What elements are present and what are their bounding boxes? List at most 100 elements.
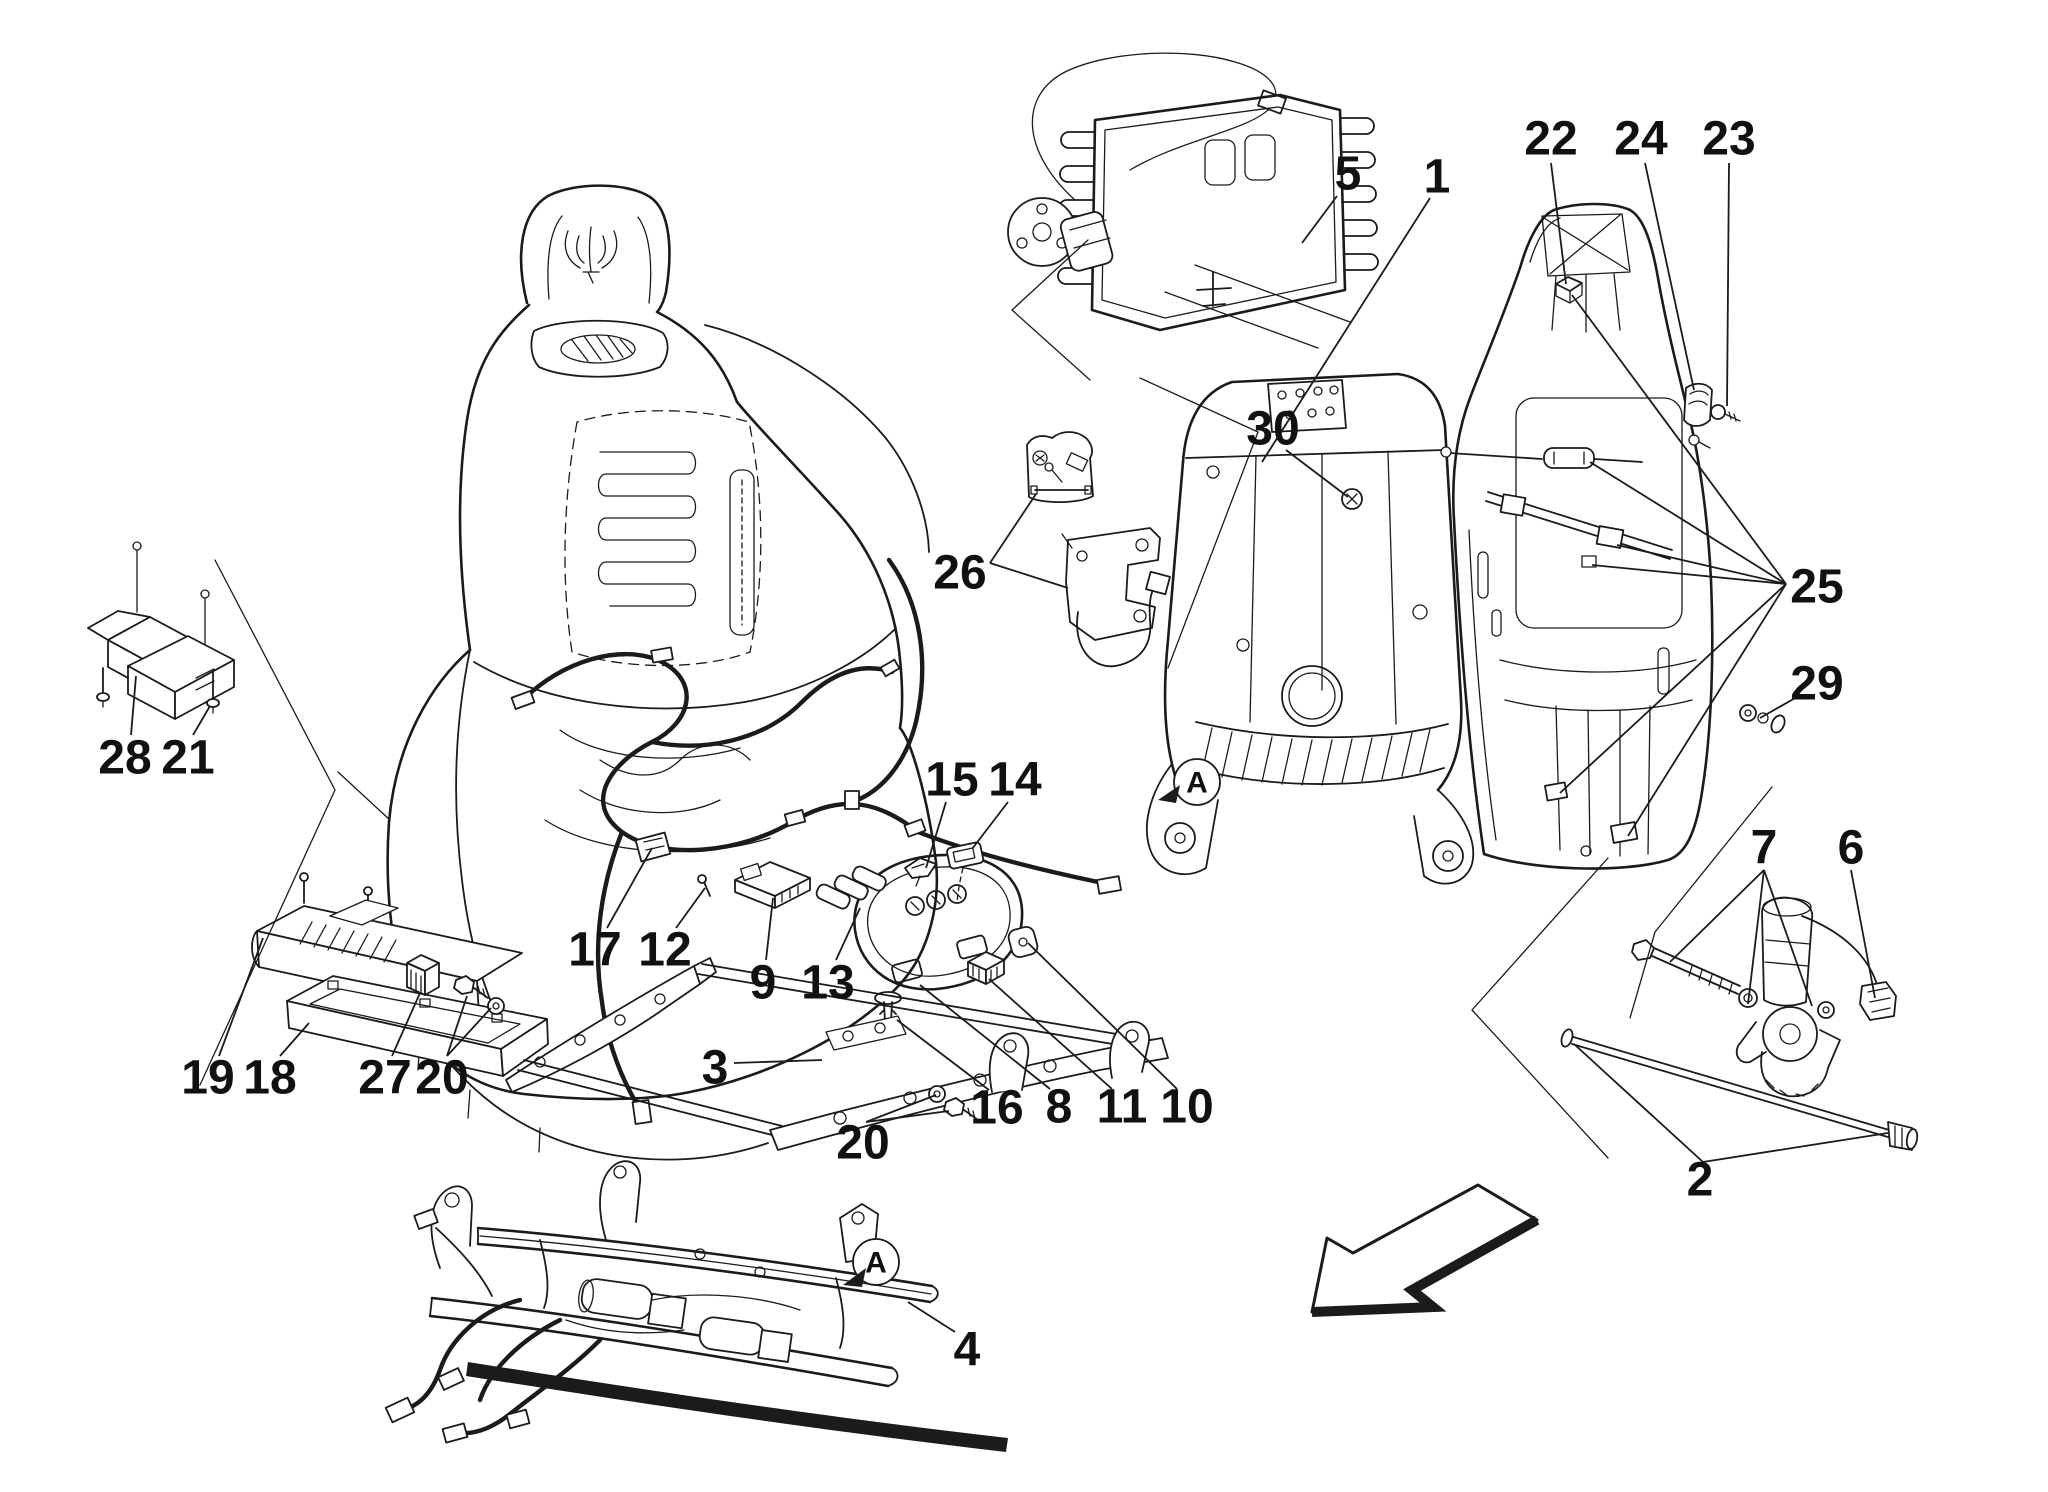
leader-line-25-0: [1571, 294, 1787, 585]
trident-logo-icon: [564, 226, 618, 284]
callout-4: 4: [954, 1324, 981, 1377]
memory-batteries-13: [815, 865, 887, 910]
callout-11: 11: [1097, 1081, 1148, 1134]
backrest-release-cable: [1440, 446, 1643, 469]
leader-line-27-0: [391, 992, 421, 1057]
harness-connector-17: [634, 831, 672, 863]
leader-line-26-0: [989, 493, 1037, 564]
leader-line-28-0: [130, 675, 137, 736]
callout-24: 24: [1614, 113, 1668, 166]
seat-sensor-strip: [729, 469, 755, 636]
side-trim-pieces: [251, 872, 549, 1077]
callout-13: 13: [801, 957, 854, 1010]
ref-marker-circle: [1173, 758, 1221, 806]
connector-14: [946, 841, 985, 903]
guide-cap-24: [1683, 382, 1713, 427]
speaker-grille: [560, 334, 636, 364]
leader-line-11-0: [988, 978, 1113, 1090]
leader-line-2-0: [1573, 1043, 1704, 1163]
leader-line-18-0: [279, 1022, 310, 1057]
leader-line-6-0: [1850, 869, 1876, 999]
trim-tray-18: [286, 975, 549, 1077]
callout-26: 26: [933, 547, 986, 600]
rail-channel: [466, 1362, 1008, 1452]
leader-line-20a-0: [446, 995, 468, 1057]
callout-1: 1: [1424, 151, 1451, 204]
clip-15: [904, 857, 937, 887]
ref-marker-letter: A: [1186, 767, 1208, 800]
leader-line-3-0: [733, 1059, 823, 1064]
leader-line-22-0: [1550, 162, 1567, 285]
callout-5: 5: [1335, 148, 1362, 201]
leader-line-23-0: [1726, 162, 1730, 407]
ref-marker-arrow-icon: [843, 1268, 866, 1287]
leader-line-20a-1: [446, 1007, 492, 1057]
connector-27: [406, 954, 440, 996]
callout-7: 7: [1751, 822, 1778, 875]
leader-line-17-0: [606, 847, 653, 929]
direction-arrow-icon: [1310, 1183, 1539, 1314]
heater-element-wire: [597, 451, 697, 607]
lumbar-pad-and-motor: [1007, 52, 1379, 332]
seat-assembly: [386, 184, 1122, 1161]
leader-line-2-1: [1702, 1132, 1889, 1163]
leader-line-25-1: [1589, 461, 1787, 585]
track-motor-1: [578, 1278, 687, 1330]
hardware-kit-26: [1026, 431, 1171, 668]
direction-arrow-layer: [1310, 1183, 1540, 1317]
switch-panel-cluster: [697, 841, 1039, 1023]
callout-20a: 20: [415, 1052, 468, 1105]
callout-22: 22: [1524, 113, 1577, 166]
grommet-29: [1739, 704, 1786, 734]
callout-20b: 20: [836, 1117, 889, 1170]
leader-line-25-5: [1627, 583, 1787, 837]
callout-14: 14: [988, 754, 1042, 807]
callout-2: 2: [1687, 1154, 1714, 1207]
callout-9: 9: [750, 957, 777, 1010]
callout-29: 29: [1790, 658, 1843, 711]
control-board-9: [734, 861, 811, 909]
ref-marker-A-1: A: [1158, 758, 1221, 806]
direction-arrow-shadow: [1311, 1215, 1540, 1317]
leader-line-25-4: [1559, 583, 1787, 794]
leader-line-16-0: [896, 1019, 990, 1091]
lumbar-motor-cable: [1031, 52, 1277, 201]
callout-21: 21: [161, 732, 214, 785]
callout-8: 8: [1046, 1081, 1073, 1134]
leader-line-12-0: [675, 887, 706, 929]
callout-28: 28: [98, 732, 151, 785]
leader-line-21-0: [192, 705, 211, 736]
relay-modules: [87, 541, 235, 720]
leader-line-19-0: [218, 937, 264, 1057]
leader-line-15-0: [925, 801, 947, 869]
leader-line-5-0: [1301, 195, 1338, 244]
callout-16: 16: [970, 1082, 1023, 1135]
screw-23: [1710, 404, 1741, 422]
bolt-washer-20b: [928, 1085, 979, 1121]
leader-line-8-0: [919, 984, 1051, 1090]
torsion-bar: [1560, 1028, 1919, 1151]
callout-27: 27: [358, 1052, 411, 1105]
recliner-motor-cable: [1801, 915, 1879, 989]
lumbar-bolt-30: [1341, 488, 1363, 510]
recliner-motor-assembly: [1631, 896, 1897, 1098]
leader-line-4-0: [907, 1301, 956, 1333]
leader-line-20b-1: [865, 1110, 950, 1123]
backrest-shell: [1440, 202, 1786, 870]
leader-line-25-3: [1591, 564, 1787, 585]
leader-line-7-0: [1669, 869, 1765, 963]
callout-17: 17: [568, 924, 621, 977]
callout-6: 6: [1838, 822, 1865, 875]
callout-23: 23: [1702, 113, 1755, 166]
leader-line-7-2: [1763, 869, 1813, 1007]
leader-line-13-0: [835, 907, 861, 961]
screw-12: [697, 874, 711, 897]
lumbar-motor: [1007, 197, 1114, 272]
leader-line-10-0: [1027, 942, 1178, 1090]
ref-marker-letter: A: [865, 1247, 887, 1280]
leader-line-7-1: [1747, 869, 1765, 1005]
callout-15: 15: [925, 754, 978, 807]
callout-25: 25: [1790, 561, 1843, 614]
leader-line-1-0: [1261, 197, 1431, 463]
